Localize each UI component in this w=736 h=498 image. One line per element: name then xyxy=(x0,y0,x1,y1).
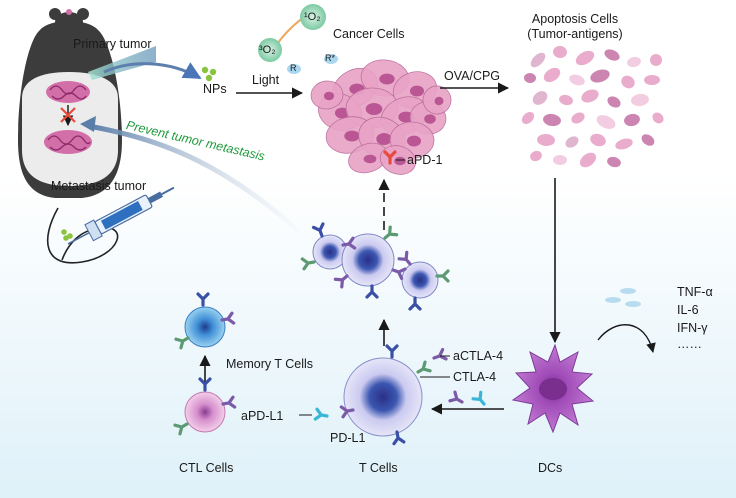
apoptosis-fragment xyxy=(652,112,664,124)
apoptosis-fragment xyxy=(581,89,599,103)
apoptosis-fragment xyxy=(641,134,655,146)
cancer-cell-nucleus xyxy=(406,135,422,147)
apoptosis-fragment xyxy=(532,91,548,105)
nanoparticles-icon xyxy=(201,66,217,82)
ctl-cells-label: CTL Cells xyxy=(179,461,234,475)
cancer-cell-nucleus xyxy=(365,103,383,115)
apoptosis-fragment xyxy=(590,69,610,83)
apoptosis-fragment xyxy=(627,56,641,68)
tumor-antigens-label: (Tumor-antigens) xyxy=(527,27,623,41)
apoptosis-fragment xyxy=(604,49,620,61)
apdl1-label: aPD-L1 xyxy=(241,409,284,423)
dcs-label: DCs xyxy=(538,461,563,475)
prevent-metastasis-arrowhead xyxy=(80,116,96,132)
apoptosis-fragment xyxy=(580,152,596,168)
dendritic-cell xyxy=(511,343,595,434)
ctla4-label: CTLA-4 xyxy=(453,370,497,384)
cancer-cell-nucleus xyxy=(363,154,377,164)
r-label: R xyxy=(290,63,297,73)
memory-t-cell xyxy=(174,292,236,350)
apoptosis-fragment xyxy=(543,113,561,127)
prevent-metastasis-arrow xyxy=(87,123,302,234)
mouse-to-nps-arrow xyxy=(103,62,202,80)
apoptosis-fragment xyxy=(553,154,567,166)
apoptosis-cells-label: Apoptosis Cells xyxy=(531,12,619,26)
memory-t-cells-label: Memory T Cells xyxy=(226,357,314,371)
cancer-cell-nucleus xyxy=(394,156,406,166)
cancer-cell-nucleus xyxy=(323,91,335,101)
apoptosis-fragment xyxy=(553,45,567,59)
apoptosis-fragment xyxy=(644,74,660,86)
photosensitizer-r-icon xyxy=(287,64,301,74)
cancer-cell-nucleus xyxy=(334,107,350,119)
primary-tumor-label: Primary tumor xyxy=(73,37,152,51)
apoptosis-fragment xyxy=(565,136,579,148)
ova-cpg-label: OVA/CPG xyxy=(444,69,501,83)
apoptosis-fragment xyxy=(571,112,585,124)
il6-label: IL-6 xyxy=(677,303,699,317)
activated-t-cell-cluster xyxy=(300,222,450,311)
singlet-oxygen-label: ¹O₂ xyxy=(304,11,321,23)
metastasis-tumor-mass xyxy=(44,130,92,154)
apoptosis-fragment xyxy=(607,156,621,168)
ground-oxygen-icon xyxy=(258,38,282,62)
apoptosis-fragment xyxy=(530,52,546,68)
cytokine-release-icon xyxy=(605,288,641,307)
apoptosis-fragment xyxy=(521,111,535,125)
ellipsis-label: …… xyxy=(677,337,702,351)
apoptosis-fragment xyxy=(615,138,633,150)
singlet-oxygen-icon xyxy=(300,4,326,30)
cancer-cell-nucleus xyxy=(409,85,425,97)
apd1-label: aPD-1 xyxy=(407,153,443,167)
apoptosis-fragment xyxy=(607,96,621,108)
cancer-cell-nucleus xyxy=(434,96,444,106)
apoptosis-fragment xyxy=(569,74,585,86)
cancer-cell-nucleus xyxy=(424,114,436,124)
cancer-cells-label: Cancer Cells xyxy=(333,27,405,41)
injected-np-icon xyxy=(61,229,73,241)
apoptosis-fragment xyxy=(590,133,606,147)
apoptosis-fragment xyxy=(537,133,555,147)
apoptosis-fragment xyxy=(650,54,662,66)
actla4-label: aCTLA-4 xyxy=(453,349,504,363)
pdl1-label: PD-L1 xyxy=(330,431,366,445)
apoptosis-fragment xyxy=(543,67,561,83)
apoptosis-fragment xyxy=(530,150,542,162)
cancer-cell-nucleus xyxy=(344,130,360,142)
tnf-label: TNF-α xyxy=(677,285,713,299)
cytokine-arrow xyxy=(597,324,656,353)
t-cell-small-right xyxy=(401,261,439,299)
apoptosis-fragment xyxy=(524,72,536,84)
apoptosis-fragment xyxy=(624,113,640,127)
cancer-cell-nucleus xyxy=(379,73,395,85)
ctl-cell xyxy=(173,377,237,436)
apoptosis-fragment xyxy=(621,75,635,89)
apoptosis-fragment xyxy=(559,94,573,106)
t-cells-label: T Cells xyxy=(359,461,398,475)
apoptosis-fragments xyxy=(521,45,664,168)
t-cell xyxy=(339,344,432,446)
primary-tumor-mass xyxy=(46,81,90,103)
mouse-tail xyxy=(46,207,119,264)
syringe-icon xyxy=(67,186,175,245)
light-label: Light xyxy=(252,73,280,87)
cross-icon xyxy=(60,107,76,123)
mouse-illustration xyxy=(18,8,122,264)
metastasis-tumor-label: Metastasis tumor xyxy=(51,179,147,193)
apoptosis-fragment xyxy=(596,115,616,129)
mouse-belly xyxy=(22,72,118,186)
cancer-cell-cluster xyxy=(310,59,452,175)
apoptosis-fragment xyxy=(575,50,595,66)
nps-label: NPs xyxy=(203,82,227,96)
ifn-label: IFN-γ xyxy=(677,321,708,335)
r-star-label: R* xyxy=(325,53,336,63)
photosensitizer-excited-icon xyxy=(324,54,338,64)
ground-oxygen-label: ³O₂ xyxy=(259,44,276,56)
cancer-cell-nucleus xyxy=(376,133,392,145)
apoptosis-fragment xyxy=(631,93,649,107)
